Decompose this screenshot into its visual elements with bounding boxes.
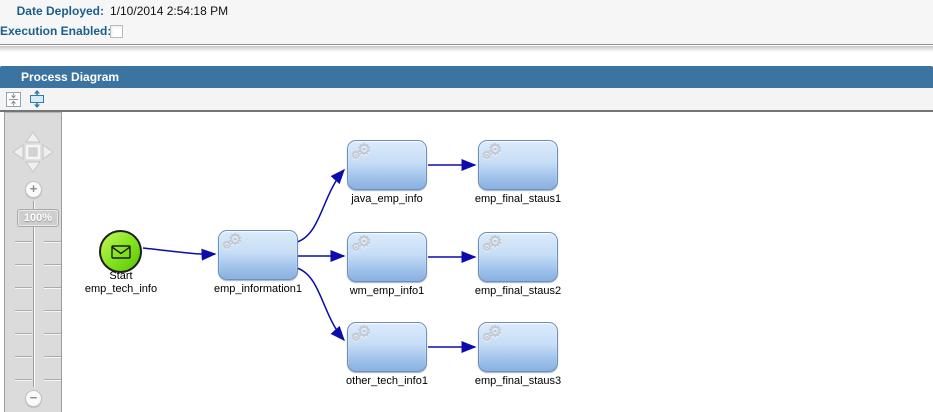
gear-icon: ⚙ ⚙ — [222, 232, 243, 252]
node-start-emp_tech_info[interactable] — [99, 230, 142, 273]
node-emp_final_staus2[interactable]: ⚙ ⚙ — [478, 232, 558, 282]
node-label: emp_information1 — [213, 283, 303, 295]
zoom-pan-control: + 100% − — [4, 112, 62, 412]
zoom-slider-track[interactable] — [33, 201, 35, 387]
deployment-info-panel: Date Deployed: 1/10/2014 2:54:18 PM Exec… — [0, 0, 933, 45]
expand-vertical-icon[interactable] — [28, 90, 46, 108]
execution-enabled-label: Execution Enabled: — [0, 24, 112, 38]
gear-icon: ⚙ ⚙ — [351, 234, 372, 254]
node-java_emp_info[interactable]: ⚙ ⚙ — [347, 140, 427, 190]
diagram-toolbar — [0, 88, 933, 112]
zoom-in-button[interactable]: + — [25, 181, 42, 198]
node-other_tech_info1[interactable]: ⚙ ⚙ — [347, 322, 427, 372]
node-emp_final_staus3[interactable]: ⚙ ⚙ — [478, 322, 558, 372]
pan-navigation-pad-icon[interactable] — [10, 129, 56, 180]
node-label: emp_final_staus3 — [474, 375, 562, 387]
node-label: emp_tech_info — [84, 283, 158, 295]
node-label: java_emp_info — [351, 193, 423, 205]
process-diagram-canvas[interactable]: + 100% − Start emp_tech_info — [0, 112, 933, 412]
node-wm_emp_info1[interactable]: ⚙ ⚙ — [347, 232, 427, 282]
zoom-slider-ticks — [15, 241, 32, 388]
zoom-level-handle[interactable]: 100% — [17, 209, 59, 227]
node-label: emp_final_staus2 — [474, 285, 562, 297]
node-label: emp_final_staus1 — [474, 193, 562, 205]
node-emp_final_staus1[interactable]: ⚙ ⚙ — [478, 140, 558, 190]
node-label: wm_emp_info1 — [349, 285, 425, 297]
node-label: other_tech_info1 — [346, 375, 428, 387]
process-diagram-title: Process Diagram — [21, 70, 120, 84]
collapse-vertical-icon[interactable] — [6, 91, 21, 107]
execution-enabled-checkbox[interactable] — [110, 24, 123, 38]
gear-icon: ⚙ ⚙ — [482, 142, 503, 162]
node-emp_information1[interactable]: ⚙ ⚙ — [218, 230, 298, 280]
date-deployed-value: 1/10/2014 2:54:18 PM — [110, 4, 229, 18]
zoom-slider-ticks — [44, 241, 61, 388]
gear-icon: ⚙ ⚙ — [351, 324, 372, 344]
date-deployed-row: Date Deployed: 1/10/2014 2:54:18 PM — [0, 0, 933, 20]
node-label: Start — [109, 270, 133, 282]
gear-icon: ⚙ ⚙ — [351, 142, 372, 162]
envelope-icon — [110, 244, 131, 259]
execution-enabled-row: Execution Enabled: — [0, 20, 933, 40]
gear-icon: ⚙ ⚙ — [482, 234, 503, 254]
process-diagram-header: Process Diagram — [0, 66, 933, 88]
zoom-out-button[interactable]: − — [25, 390, 42, 407]
panel-divider-shadow — [0, 46, 933, 52]
flow-connectors — [142, 159, 477, 353]
gear-icon: ⚙ ⚙ — [482, 324, 503, 344]
date-deployed-label: Date Deployed: — [16, 4, 104, 18]
